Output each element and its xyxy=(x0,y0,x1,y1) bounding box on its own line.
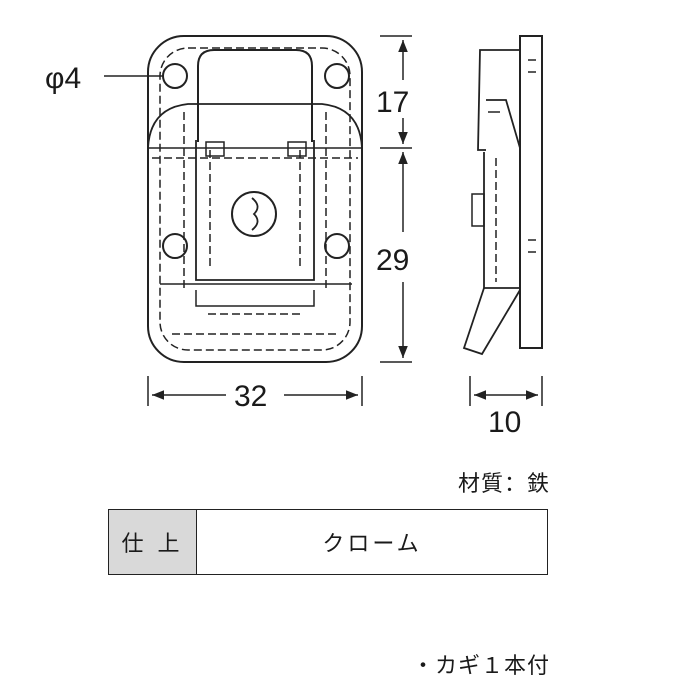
cam-shield-dashed xyxy=(209,150,301,270)
latch-side-dashed xyxy=(183,112,327,290)
depth-dimension xyxy=(469,376,543,406)
tab-right xyxy=(287,141,307,157)
hasp-top xyxy=(197,49,313,142)
side-lip xyxy=(462,287,521,356)
keyway xyxy=(251,197,259,231)
finish-value-cell: クローム xyxy=(322,532,422,557)
side-key-cylinder xyxy=(471,193,485,227)
lower-height-label: 29 xyxy=(376,244,409,277)
side-body xyxy=(483,152,520,289)
cam-shield xyxy=(195,140,315,281)
lip xyxy=(195,290,315,307)
tab-left xyxy=(205,141,225,157)
front-view xyxy=(147,35,363,363)
hole-callout: φ4 xyxy=(45,62,163,95)
key-included-note: ・カギ１本付 xyxy=(411,654,550,679)
hole-diameter-label: φ4 xyxy=(45,62,81,95)
width-label: 32 xyxy=(234,380,267,413)
width-dimension xyxy=(147,376,363,406)
upper-height-label: 17 xyxy=(376,86,409,119)
side-base-plate xyxy=(519,35,543,349)
side-hasp xyxy=(477,49,520,151)
base-plate-outline xyxy=(147,35,363,363)
latch-body-outline xyxy=(147,103,363,149)
base-plate-inner-dashed xyxy=(159,47,351,351)
vertical-dimensions xyxy=(380,35,412,363)
finish-spec-table: 仕上 クローム xyxy=(108,509,548,575)
mount-hole-bottom-right xyxy=(324,233,350,259)
material-label: 材質：鉄 xyxy=(457,472,550,497)
finish-header-cell: 仕上 xyxy=(109,510,197,574)
depth-label: 10 xyxy=(488,406,521,439)
key-cylinder xyxy=(231,191,277,237)
side-hasp-bend xyxy=(486,99,521,149)
mount-hole-bottom-left xyxy=(162,233,188,259)
mount-hole-top-right xyxy=(324,63,350,89)
mount-hole-top-left xyxy=(162,63,188,89)
side-view xyxy=(462,35,543,356)
